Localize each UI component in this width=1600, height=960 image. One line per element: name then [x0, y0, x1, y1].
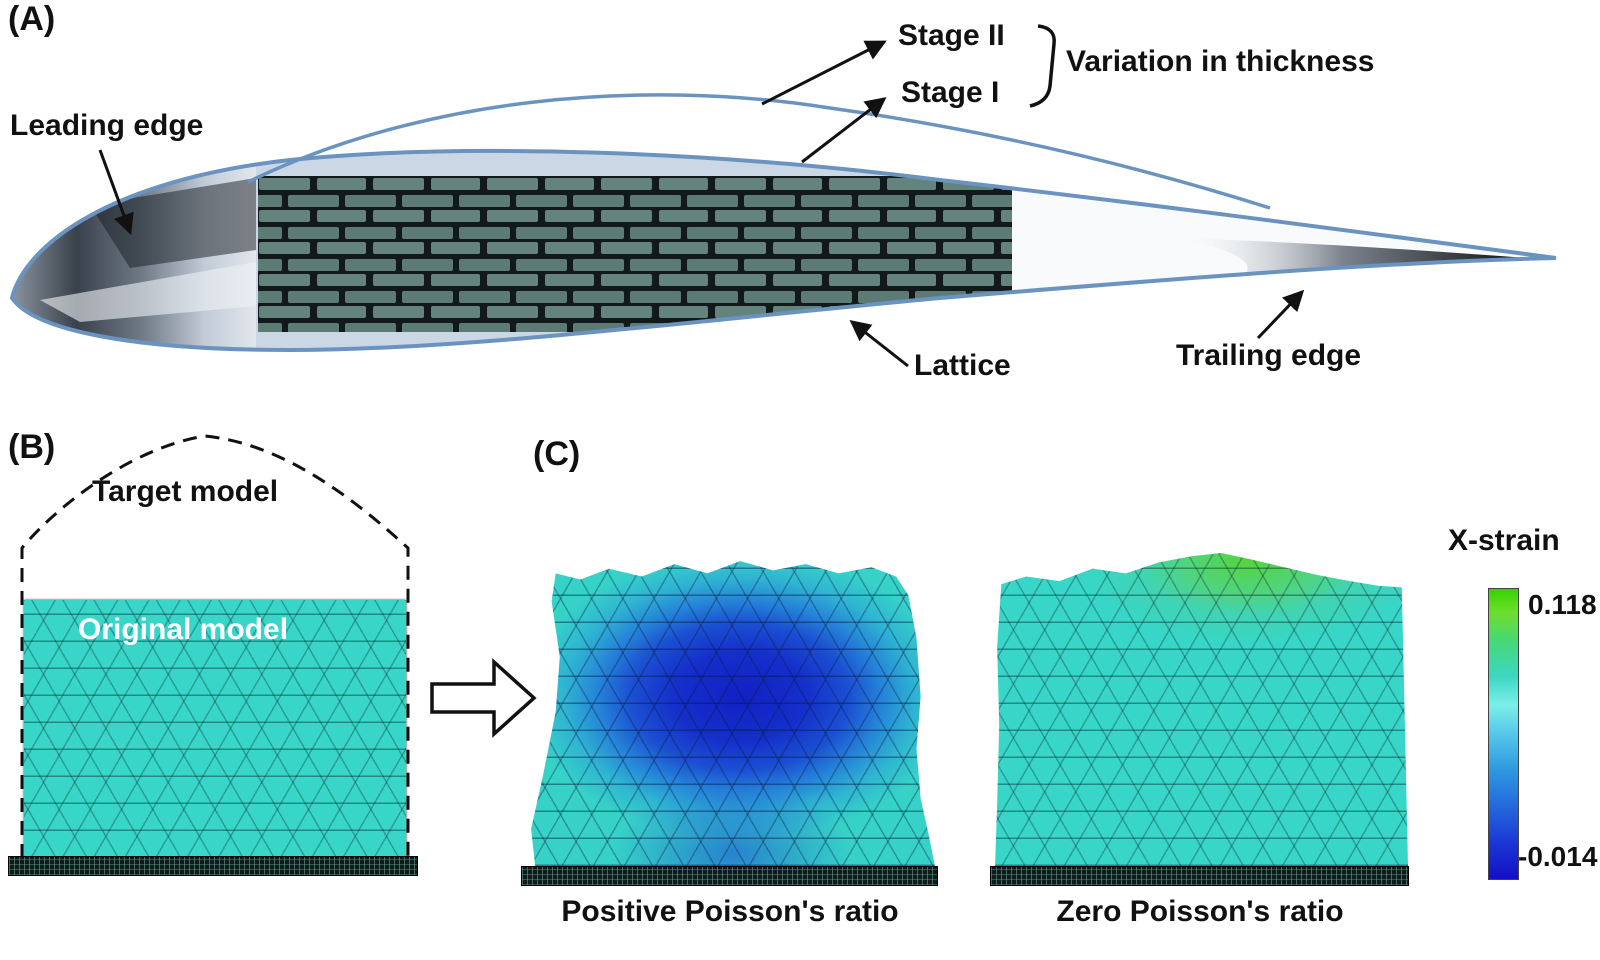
colorbar-min-value: -0.014	[1518, 841, 1598, 872]
zero-poisson-mesh	[995, 553, 1408, 866]
leading-edge-highlight	[40, 262, 256, 322]
base-bar-original	[8, 856, 418, 876]
trailing-edge-label: Trailing edge	[1176, 339, 1362, 372]
original-model-mesh	[24, 600, 406, 858]
target-model-label: Target model	[92, 475, 279, 508]
leading-edge-arrow-icon	[98, 149, 134, 235]
positive-poisson-caption: Positive Poisson's ratio	[561, 895, 899, 928]
zero-poisson-caption: Zero Poisson's ratio	[1056, 895, 1344, 928]
stage2-label: Stage II	[898, 19, 1005, 52]
leading-edge-label: Leading edge	[10, 109, 204, 142]
base-bar-zero	[990, 866, 1409, 886]
panel-a-tag: (A)	[8, 0, 56, 38]
stage1-label: Stage I	[901, 76, 1000, 109]
transform-arrow-icon	[430, 658, 537, 738]
trailing-edge-arrow-icon	[1256, 289, 1305, 340]
leading-edge-shadow	[90, 178, 256, 268]
stage-bracket-icon	[1029, 24, 1056, 108]
original-model-label: Original model	[78, 613, 289, 646]
panel-c-tag: (C)	[533, 435, 581, 473]
stage1-arrow-icon	[801, 97, 887, 164]
lattice-region	[258, 176, 1012, 332]
morph-curve-stage2	[247, 93, 1271, 210]
colorbar-max-value: 0.118	[1528, 589, 1597, 620]
base-bar-positive	[521, 866, 938, 886]
x-strain-colorbar	[1488, 588, 1519, 880]
colorbar-title: X-strain	[1448, 524, 1560, 557]
lattice-arrow-icon	[849, 320, 909, 368]
positive-poisson-mesh	[531, 561, 935, 866]
panel-b-tag: (B)	[8, 428, 56, 466]
variation-thickness-label: Variation in thickness	[1066, 45, 1375, 78]
stage2-arrow-icon	[761, 40, 887, 106]
lattice-label: Lattice	[914, 349, 1011, 382]
